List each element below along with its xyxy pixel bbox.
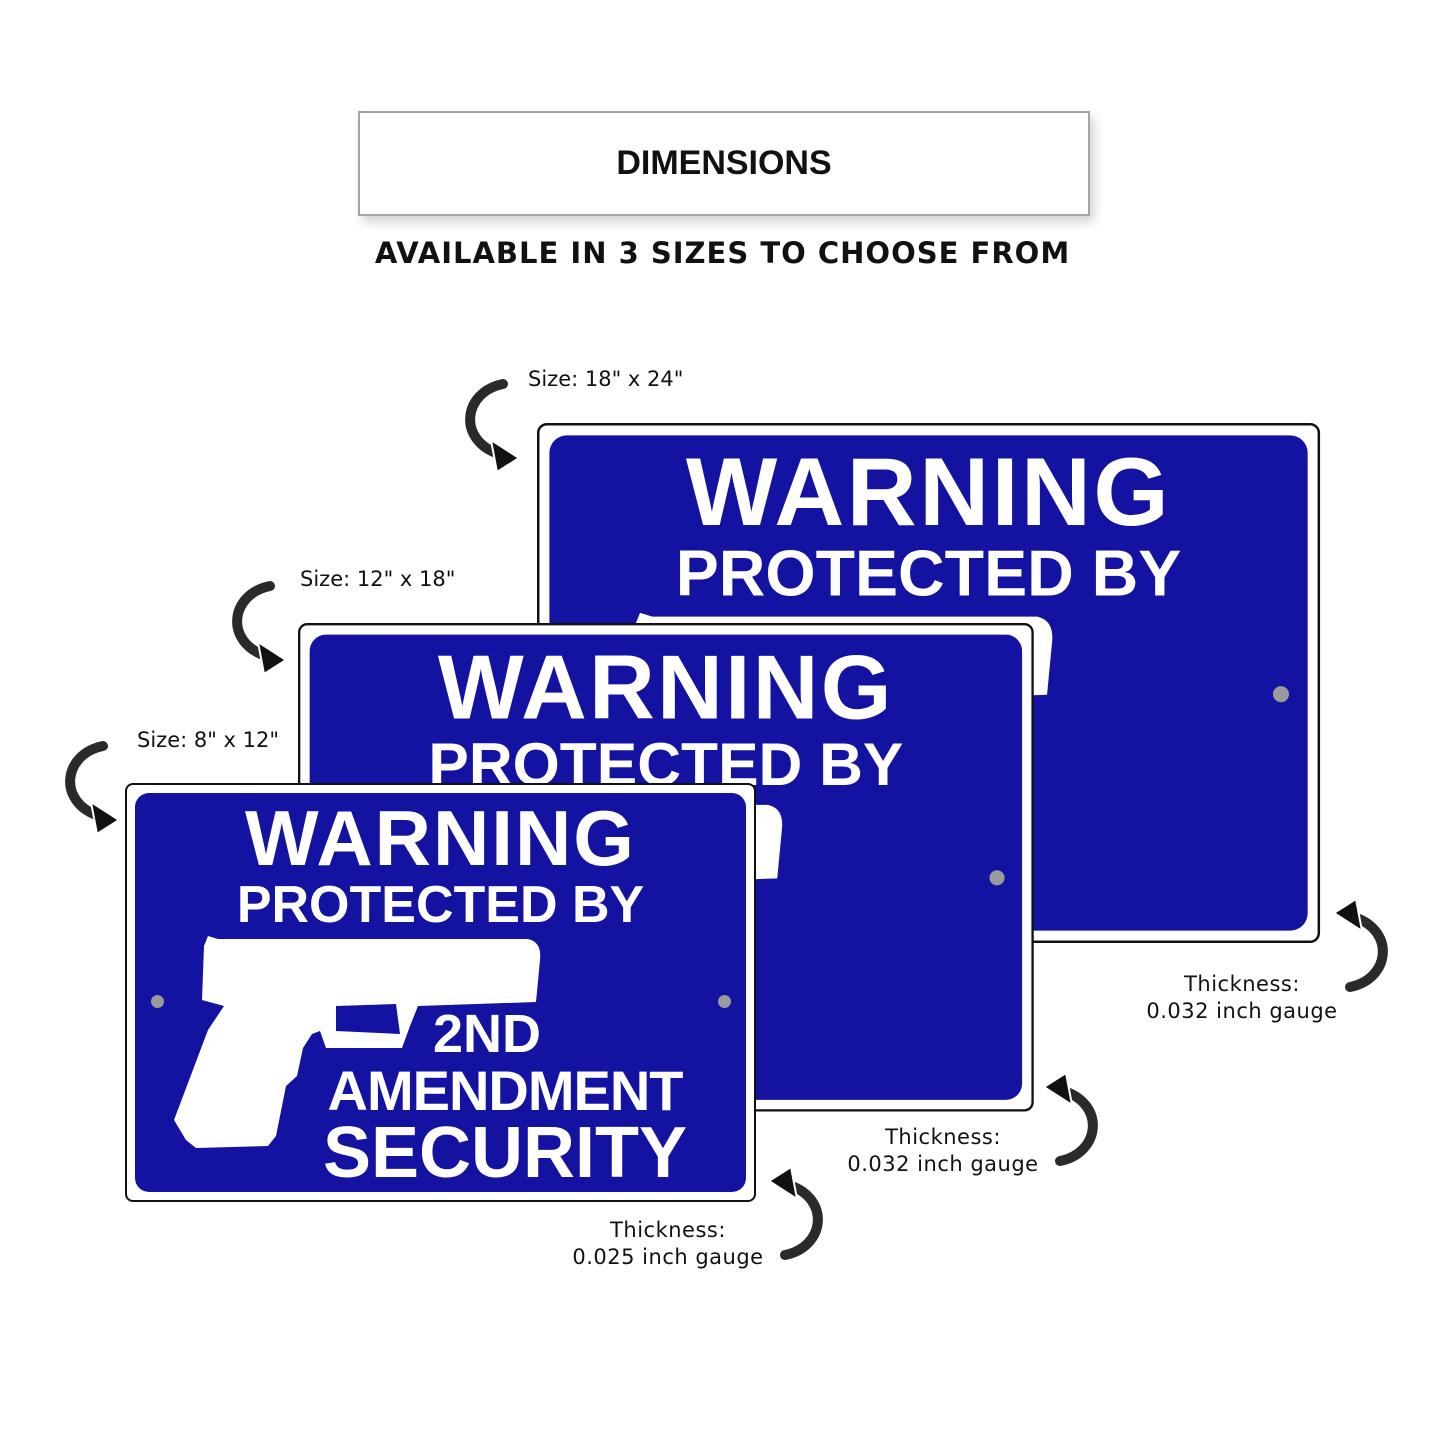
curved-arrow-icon [1038,1071,1108,1169]
mounting-hole [151,995,164,1008]
sign-warning-text: WARNING [685,436,1172,546]
mounting-hole [989,870,1005,886]
mounting-hole [1272,686,1290,703]
dimensions-header-box: DIMENSIONS [358,111,1090,216]
dimensions-title: DIMENSIONS [616,144,832,182]
sign-security-text: SECURITY [322,1113,688,1192]
sign-small: WARNING PROTECTED BY 2ND AMENDMENT SECUR… [125,783,756,1202]
thickness-label: Thickness: [1184,972,1300,996]
curved-arrow-icon [455,376,525,474]
sign-amendment-text: AMENDMENT [327,1059,684,1122]
thickness-medium: Thickness: 0.032 inch gauge [793,1124,1093,1178]
sign-warning-text: WARNING [437,635,894,739]
size-label-medium: Size: 12" x 18" [300,567,456,591]
sign-protected-by-text: PROTECTED BY [675,538,1182,611]
thickness-large: Thickness: 0.032 inch gauge [1092,971,1392,1025]
size-label-small: Size: 8" x 12" [137,728,280,752]
thickness-value: 0.025 inch gauge [572,1245,764,1269]
mounting-hole [718,995,731,1008]
sign-protected-by-text: PROTECTED BY [236,876,645,934]
sign-2nd-text: 2ND [432,1004,542,1064]
thickness-value: 0.032 inch gauge [847,1152,1039,1176]
curved-arrow-icon [1328,897,1398,995]
thickness-value: 0.032 inch gauge [1146,999,1338,1023]
thickness-small: Thickness: 0.025 inch gauge [518,1217,818,1271]
curved-arrow-icon [55,738,125,836]
curved-arrow-icon [222,578,292,676]
thickness-label: Thickness: [610,1218,726,1242]
sizes-subtitle: AVAILABLE IN 3 SIZES TO CHOOSE FROM [374,236,1071,270]
curved-arrow-icon [763,1165,833,1263]
pistol-silhouette-icon [174,936,541,1148]
thickness-label: Thickness: [885,1125,1001,1149]
size-label-large: Size: 18" x 24" [528,367,684,391]
sign-warning-text: WARNING [245,794,636,882]
sign-face: WARNING PROTECTED BY 2ND AMENDMENT SECUR… [135,793,746,1192]
